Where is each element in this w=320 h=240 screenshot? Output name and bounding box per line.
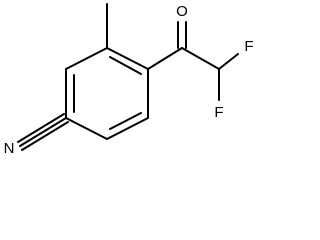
ring-bond-bottom-left — [65, 117, 108, 140]
nitrile-triple-bond-center — [19, 117, 67, 147]
nitrile-group: N — [4, 113, 69, 157]
benzene-ring — [65, 47, 149, 140]
ring-double-bond-inner-top — [109, 56, 142, 75]
ring-double-bond-inner-bottom — [109, 112, 142, 130]
nitrogen-label: N — [4, 140, 15, 157]
fluorine-label-top: F — [244, 38, 253, 55]
fluorine-bond-top — [218, 53, 239, 70]
fluorine-label-bottom: F — [214, 104, 223, 121]
ring-bond-upper-left — [65, 47, 108, 70]
nitrile-triple-bond-lower — [21, 121, 69, 151]
oxygen-label: O — [176, 3, 188, 20]
cf2-carbon-bond — [181, 47, 220, 70]
nitrile-triple-bond-upper — [17, 113, 65, 143]
ring-bond-bottom-right — [106, 117, 149, 140]
chemical-structure-diagram: O F F N — [4, 3, 254, 157]
difluoroacetyl-group: O F F — [147, 3, 254, 121]
ring-bond-top-left — [106, 47, 149, 70]
carbonyl-bond — [147, 47, 183, 70]
